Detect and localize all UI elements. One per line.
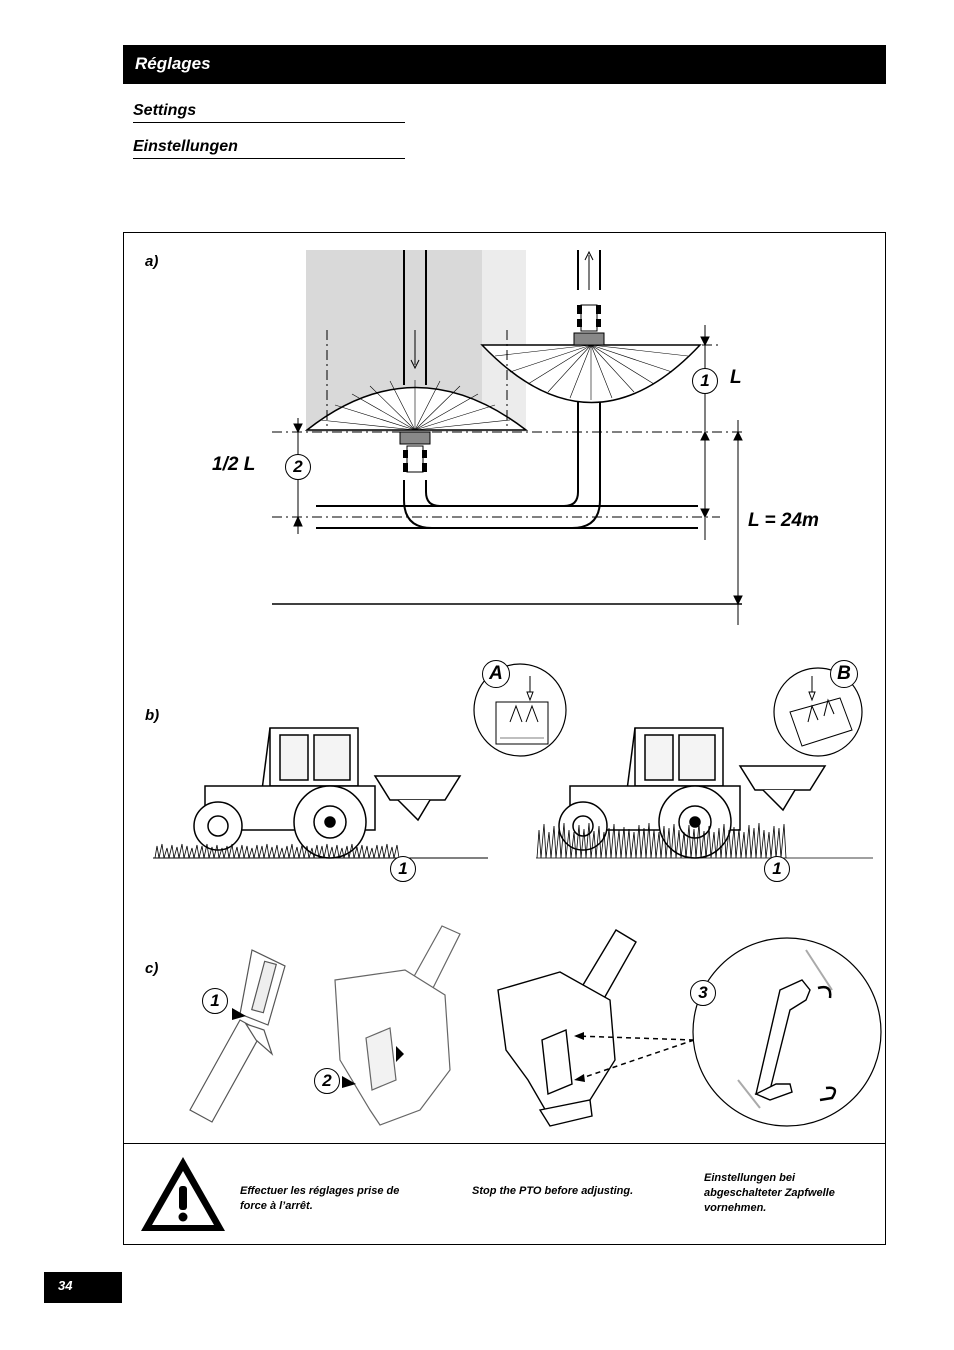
- callout-1-section-b-right: 1: [764, 856, 790, 882]
- subtitle-german: Einstellungen: [133, 138, 405, 159]
- warning-text-german: Einstellungen bei abgeschalteter Zapfwel…: [704, 1172, 835, 1214]
- dimension-label-half-l: 1/2 L: [212, 454, 256, 475]
- page-number-box: 34: [44, 1272, 122, 1303]
- callout-a: A: [482, 660, 510, 688]
- section-c-label: c): [145, 960, 159, 977]
- callout-1-section-b-left: 1: [390, 856, 416, 882]
- callout-1-section-a: 1: [692, 368, 718, 394]
- header-bar: Réglages: [123, 45, 886, 84]
- warning-text-french: Effectuer les réglages prise de force à …: [240, 1185, 400, 1212]
- callout-2-section-a: 2: [285, 454, 311, 480]
- subtitle-english: Settings: [133, 102, 405, 123]
- section-a-label: a): [145, 253, 159, 270]
- dimension-label-l-24m: L = 24m: [748, 510, 819, 531]
- callout-3-section-c: 3: [690, 980, 716, 1006]
- page-title: Réglages: [135, 54, 211, 73]
- callout-b: B: [830, 660, 858, 688]
- warning-triangle-icon: [141, 1157, 225, 1231]
- section-b-label: b): [145, 707, 160, 724]
- warning-text-english: Stop the PTO before adjusting.: [472, 1185, 634, 1197]
- callout-2-section-c: 2: [314, 1068, 340, 1094]
- illustration-frame: [123, 232, 886, 1245]
- dimension-label-l: L: [730, 367, 742, 388]
- warning-divider: [123, 1143, 886, 1144]
- callout-1-section-c: 1: [202, 988, 228, 1014]
- page-number: 34: [58, 1278, 73, 1293]
